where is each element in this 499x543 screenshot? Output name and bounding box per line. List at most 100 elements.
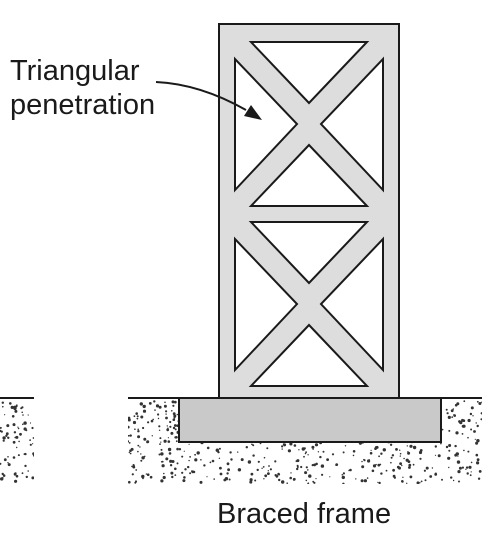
soil-speckle (157, 417, 160, 420)
soil-speckle (289, 442, 293, 446)
soil-speckle (274, 460, 277, 463)
soil-speckle (254, 479, 257, 482)
soil-speckle (281, 448, 283, 450)
soil-speckle (163, 439, 167, 443)
soil-speckle (448, 444, 452, 447)
soil-speckle (453, 414, 457, 417)
soil-speckle (369, 451, 373, 455)
soil-speckle (380, 452, 383, 455)
soil-speckle (11, 415, 15, 418)
soil-speckle (218, 451, 220, 454)
callout-label-line-1: Triangular (10, 55, 140, 87)
soil-speckle (472, 415, 474, 417)
soil-speckle (223, 478, 227, 482)
soil-speckle (385, 469, 388, 472)
soil-speckle (184, 468, 187, 471)
soil-speckle (308, 474, 312, 478)
soil-speckle (2, 474, 6, 477)
soil-speckle (429, 475, 433, 478)
soil-speckle (391, 454, 395, 457)
soil-speckle (31, 426, 34, 430)
soil-speckle (237, 451, 239, 453)
soil-speckle (256, 468, 259, 472)
soil-speckle (286, 482, 288, 484)
soil-speckle (360, 479, 364, 483)
soil-speckle (162, 475, 166, 480)
soil-speckle (27, 470, 30, 472)
soil-speckle (196, 451, 200, 455)
soil-speckle (4, 414, 6, 416)
soil-speckle (378, 455, 380, 458)
soil-speckle (392, 468, 395, 472)
soil-speckle (461, 433, 464, 435)
soil-speckle (478, 402, 482, 405)
soil-speckle (476, 424, 479, 428)
soil-speckle (423, 469, 426, 472)
soil-speckle (17, 426, 19, 428)
soil-speckle (31, 476, 34, 480)
soil-speckle (461, 466, 464, 469)
soil-speckle (189, 456, 192, 458)
diagram-caption: Braced frame (217, 498, 392, 530)
soil-speckle (0, 426, 2, 429)
soil-speckle (424, 479, 427, 482)
soil-speckle (399, 462, 402, 465)
soil-speckle (137, 428, 139, 431)
soil-speckle (135, 412, 138, 415)
soil-speckle (289, 476, 293, 480)
callout-arrowhead (244, 105, 262, 120)
soil-speckle (370, 449, 372, 451)
soil-speckle (307, 454, 309, 456)
soil-speckle (296, 464, 299, 467)
soil-speckle (174, 428, 177, 431)
soil-speckle (227, 468, 231, 472)
soil-speckle (314, 443, 319, 447)
soil-speckle (263, 478, 265, 480)
soil-speckle (10, 405, 14, 409)
soil-speckle (326, 458, 329, 461)
soil-speckle (458, 480, 460, 483)
soil-speckle (374, 447, 377, 451)
soil-speckle (451, 416, 454, 418)
soil-speckle (137, 435, 141, 439)
soil-speckle (137, 450, 139, 453)
triangular-penetration-lower-top (248, 221, 370, 285)
soil-speckle (174, 467, 177, 471)
soil-speckle (219, 466, 222, 470)
soil-speckle (293, 444, 297, 447)
soil-speckle (459, 421, 463, 425)
soil-speckle (160, 448, 163, 451)
soil-speckle (22, 414, 24, 416)
soil-speckle (139, 446, 141, 448)
soil-speckle (140, 459, 143, 462)
soil-speckle (250, 472, 254, 476)
soil-speckle (349, 468, 352, 472)
soil-speckle (150, 419, 154, 423)
soil-speckle (229, 451, 232, 454)
soil-speckle (139, 402, 143, 406)
soil-speckle (160, 441, 162, 443)
soil-speckle (352, 454, 355, 457)
soil-speckle (408, 463, 412, 467)
soil-speckle (434, 445, 437, 448)
soil-speckle (403, 457, 405, 460)
soil-speckle (305, 466, 308, 469)
soil-speckle (454, 444, 457, 448)
soil-speckle (475, 422, 477, 424)
footing (178, 397, 442, 443)
soil-speckle (278, 474, 281, 476)
soil-speckle (17, 427, 20, 430)
soil-speckle (142, 477, 144, 480)
soil-speckle (173, 424, 177, 427)
soil-speckle (176, 413, 178, 416)
soil-speckle (169, 464, 173, 467)
soil-speckle (268, 465, 270, 467)
soil-speckle (183, 476, 186, 479)
soil-speckle (257, 460, 260, 463)
soil-speckle (446, 412, 449, 415)
soil-speckle (32, 452, 34, 456)
soil-speckle (462, 419, 466, 423)
soil-speckle (344, 445, 347, 447)
soil-speckle (313, 463, 316, 467)
soil-speckle (407, 451, 409, 453)
